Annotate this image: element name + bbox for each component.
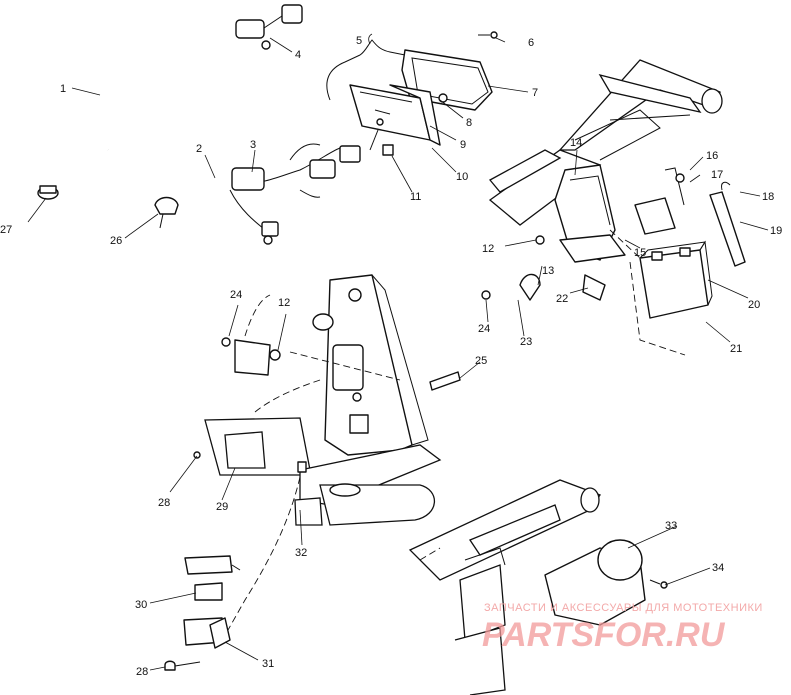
- label-34: 34: [712, 562, 724, 574]
- label-14: 14: [570, 137, 582, 149]
- label-15: 15: [634, 247, 646, 259]
- label-28a: 28: [158, 497, 170, 509]
- wiring-harness: [100, 33, 361, 245]
- label-29: 29: [216, 501, 228, 513]
- taillight-assembly: [326, 31, 498, 156]
- label-21: 21: [730, 343, 742, 355]
- label-7: 7: [532, 87, 538, 99]
- label-13: 13: [542, 265, 554, 277]
- label-22: 22: [556, 293, 568, 305]
- label-8: 8: [466, 117, 472, 129]
- connector-4: [235, 4, 303, 50]
- label-12a: 12: [482, 243, 494, 255]
- label-17: 17: [711, 169, 723, 181]
- label-19: 19: [770, 225, 782, 237]
- switch-26: [154, 196, 179, 229]
- leader-lines: [27, 33, 769, 671]
- label-28b: 28: [136, 666, 148, 678]
- label-25: 25: [475, 355, 487, 367]
- label-10: 10: [456, 171, 468, 183]
- frame-upper-right: [488, 59, 723, 226]
- label-27: 27: [0, 224, 12, 236]
- battery-box: [481, 164, 746, 319]
- frame-lower: [204, 417, 442, 526]
- label-12b: 12: [278, 297, 290, 309]
- label-31: 31: [262, 658, 274, 670]
- label-24a: 24: [478, 323, 490, 335]
- label-20: 20: [748, 299, 760, 311]
- watermark-tagline: ЗАПЧАСТИ И АКСЕССУАРЫ ДЛЯ МОТОТЕХНИКИ: [484, 602, 763, 614]
- frame-rear: [408, 479, 668, 695]
- label-26: 26: [110, 235, 122, 247]
- label-23: 23: [520, 336, 532, 348]
- label-16: 16: [706, 150, 718, 162]
- label-11: 11: [410, 191, 421, 203]
- label-30: 30: [135, 599, 147, 611]
- callout-labels: 1 2 3 4 5 6 7 8 9 10 11 12 12 13 14 15 1…: [0, 35, 782, 678]
- cap-27: [37, 185, 59, 200]
- label-32: 32: [295, 547, 307, 559]
- label-5: 5: [356, 35, 362, 47]
- label-9: 9: [460, 139, 466, 151]
- watermark-logo: PARTSFOR.RU: [482, 616, 726, 654]
- label-18: 18: [762, 191, 774, 203]
- center-bracket: [221, 274, 461, 456]
- watermark: ЗАПЧАСТИ И АКСЕССУАРЫ ДЛЯ МОТОТЕХНИКИ PA…: [482, 602, 763, 654]
- label-33: 33: [665, 520, 677, 532]
- dashed-guides: [227, 229, 686, 631]
- label-6: 6: [528, 37, 534, 49]
- label-4: 4: [295, 49, 301, 61]
- label-24b: 24: [230, 289, 242, 301]
- label-3: 3: [250, 139, 256, 151]
- label-2: 2: [196, 143, 202, 155]
- lower-left-parts: [164, 451, 241, 671]
- label-1: 1: [60, 83, 66, 95]
